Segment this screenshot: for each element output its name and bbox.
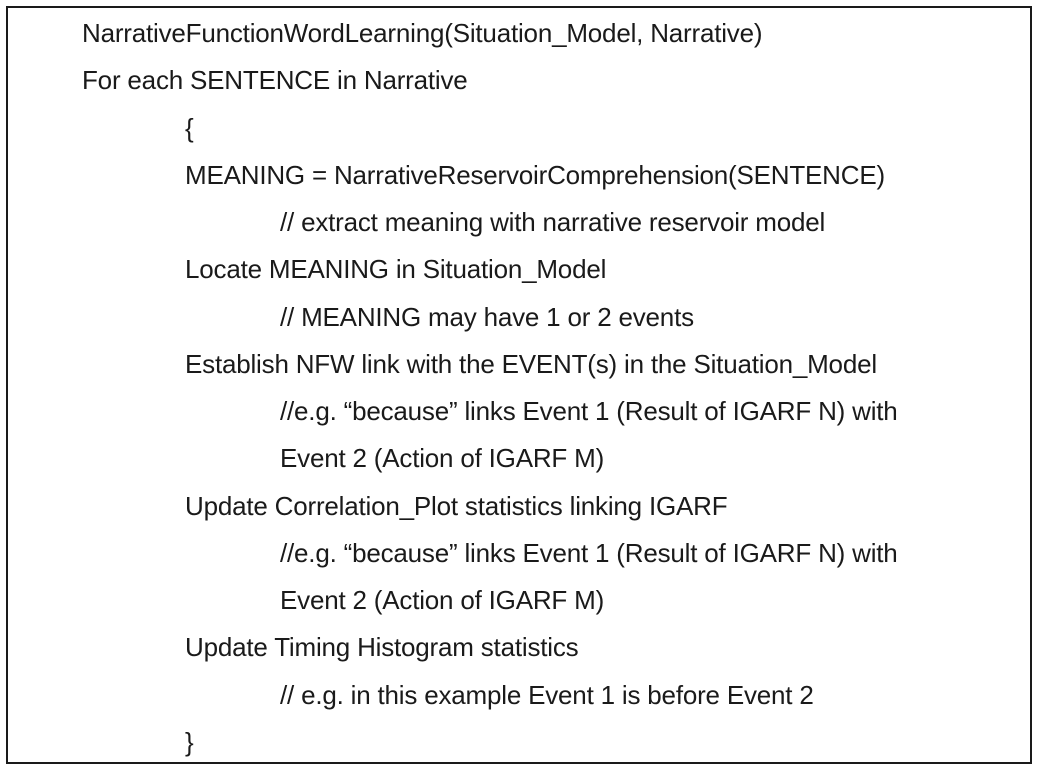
- for-each-loop: For each SENTENCE in Narrative: [82, 65, 468, 95]
- meaning-assignment: MEANING = NarrativeReservoirComprehensio…: [185, 160, 885, 190]
- comment-event2-1: Event 2 (Action of IGARF M): [280, 443, 605, 473]
- locate-meaning: Locate MEANING in Situation_Model: [185, 254, 607, 284]
- comment-because-2: //e.g. “because” links Event 1 (Result o…: [280, 538, 898, 568]
- establish-link: Establish NFW link with the EVENT(s) in …: [185, 349, 877, 379]
- pseudocode-box: NarrativeFunctionWordLearning(Situation_…: [6, 6, 1032, 764]
- comment-event2-2: Event 2 (Action of IGARF M): [280, 585, 605, 615]
- close-brace: }: [185, 727, 194, 757]
- comment-timing: // e.g. in this example Event 1 is befor…: [280, 680, 814, 710]
- comment-events: // MEANING may have 1 or 2 events: [280, 302, 694, 332]
- function-signature: NarrativeFunctionWordLearning(Situation_…: [82, 18, 763, 48]
- comment-extract: // extract meaning with narrative reserv…: [280, 207, 826, 237]
- comment-because-1: //e.g. “because” links Event 1 (Result o…: [280, 396, 898, 426]
- update-timing: Update Timing Histogram statistics: [185, 632, 579, 662]
- update-correlation: Update Correlation_Plot statistics linki…: [185, 491, 728, 521]
- open-brace: {: [185, 113, 194, 143]
